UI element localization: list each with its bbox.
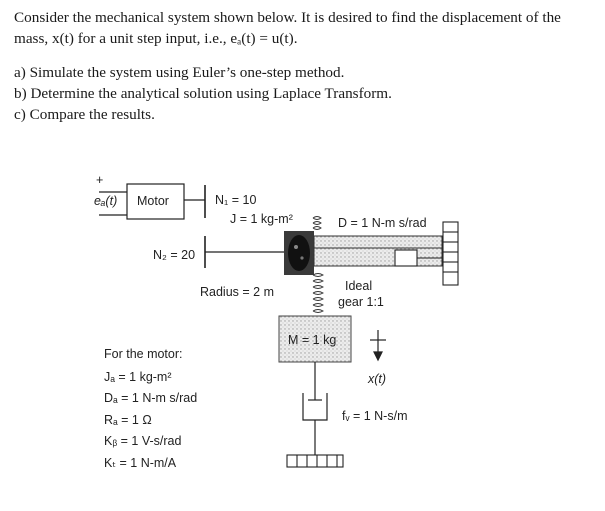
fv-label: fᵥ = 1 N-s/m bbox=[342, 409, 408, 423]
n1-label: N₁ = 10 bbox=[215, 193, 257, 207]
motor-label: Motor bbox=[137, 194, 169, 208]
intro-line-1: Consider the mechanical system shown bel… bbox=[14, 9, 561, 26]
ideal-label: Ideal bbox=[345, 279, 373, 293]
rack bbox=[313, 235, 443, 267]
fv-damper bbox=[302, 362, 328, 455]
n2-label: N₂ = 20 bbox=[153, 248, 196, 262]
d-label: D = 1 N-m s/rad bbox=[338, 216, 427, 230]
gear-ratio-label: gear 1:1 bbox=[338, 295, 384, 309]
j-label: J = 1 kg-m² bbox=[230, 212, 293, 226]
ideal-gear-block bbox=[394, 249, 442, 267]
connecting-spring bbox=[312, 273, 324, 313]
motor-box bbox=[126, 183, 185, 220]
input-label: eₐ(t) bbox=[94, 194, 118, 208]
motor-param-ja: Jₐ = 1 kg-m² bbox=[104, 370, 172, 384]
pulley-drum bbox=[284, 231, 314, 275]
damper-d-coil bbox=[312, 216, 322, 230]
motor-param-da: Dₐ = 1 N-m s/rad bbox=[104, 391, 198, 405]
mass-label: M = 1 kg bbox=[288, 333, 337, 347]
motor-params-heading: For the motor: bbox=[104, 347, 183, 361]
plus-sign: + bbox=[96, 173, 104, 187]
motor-param-ra: Rₐ = 1 Ω bbox=[104, 413, 152, 427]
ground bbox=[286, 454, 344, 468]
mass-block bbox=[278, 315, 352, 363]
task-a: a) Simulate the system using Euler’s one… bbox=[14, 64, 345, 81]
motor-param-kb: Kᵦ = 1 V-s/rad bbox=[104, 434, 182, 448]
x-label: x(t) bbox=[368, 372, 387, 386]
intro-line-2: mass, x(t) for a unit step input, i.e., … bbox=[14, 30, 298, 47]
task-c: c) Compare the results. bbox=[14, 106, 155, 123]
x-arrow bbox=[370, 330, 386, 362]
task-b: b) Determine the analytical solution usi… bbox=[14, 85, 392, 102]
motor-param-kt: Kₜ = 1 N-m/A bbox=[104, 456, 177, 470]
radius-label: Radius = 2 m bbox=[200, 285, 274, 299]
right-wall bbox=[442, 221, 459, 286]
